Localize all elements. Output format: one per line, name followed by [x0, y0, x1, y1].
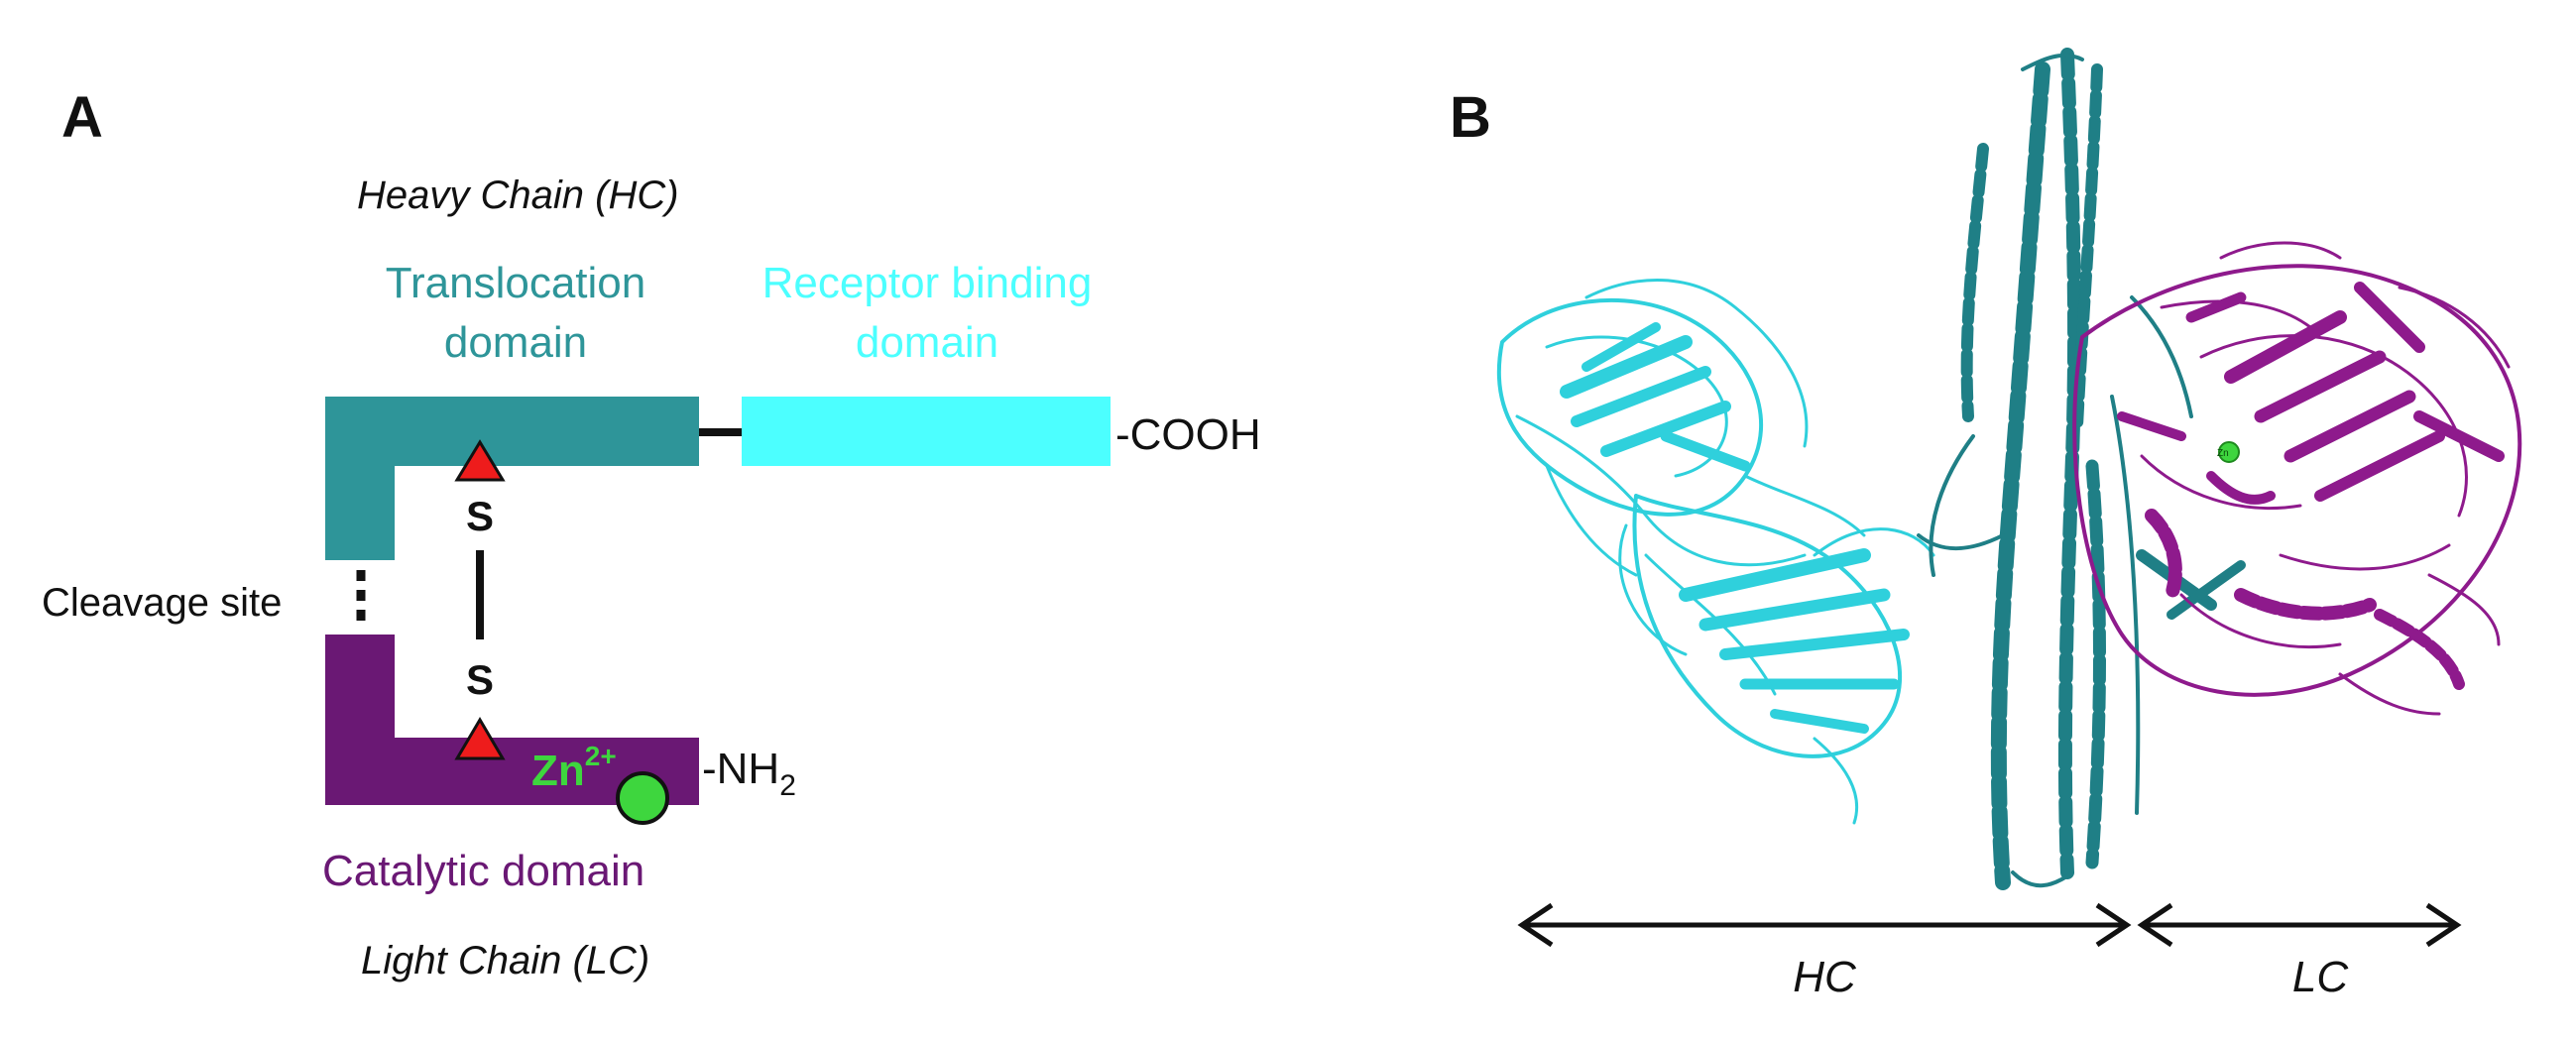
- catalytic-ribbon: [2072, 241, 2522, 716]
- zinc-ion-tag: Zn: [2217, 448, 2229, 459]
- cleavage-site-label: Cleavage site: [42, 581, 282, 625]
- nh2-label: -NH2: [702, 745, 796, 802]
- receptor-label-line2: domain: [856, 318, 998, 367]
- panel-a-label: A: [61, 85, 103, 150]
- catalytic-domain-block: [325, 635, 699, 805]
- hc-span-label: HC: [1793, 953, 1857, 1001]
- light-chain-title: Light Chain (LC): [361, 939, 649, 982]
- heavy-chain-title: Heavy Chain (HC): [357, 173, 679, 217]
- zinc-label: Zn2+: [531, 741, 617, 795]
- translocation-ribbon: [1917, 48, 2246, 890]
- lc-span-label: LC: [2292, 953, 2349, 1001]
- disulfide-triangle-top: [454, 439, 506, 482]
- translocation-label-line2: domain: [444, 318, 587, 367]
- hc-span-arrow: [1517, 902, 2132, 948]
- sulfur-label-bottom: S: [466, 656, 494, 703]
- receptor-binding-ribbon: [1496, 279, 1935, 825]
- catalytic-domain-label: Catalytic domain: [322, 847, 644, 895]
- panel-b-label: B: [1450, 85, 1491, 150]
- zinc-ion-circle: [616, 771, 669, 825]
- panel-a: A Heavy Chain (HC) Translocation domain …: [42, 85, 1261, 982]
- cooh-label: -COOH: [1115, 410, 1261, 459]
- zinc-ion-structure: [2218, 441, 2240, 463]
- translocation-domain-block: [325, 397, 699, 560]
- panel-b: B: [1450, 48, 2522, 1001]
- disulfide-triangle-bottom: [454, 717, 506, 760]
- receptor-binding-block: [742, 397, 1111, 466]
- receptor-label-line1: Receptor binding: [762, 259, 1093, 307]
- sulfur-label-top: S: [466, 493, 494, 539]
- translocation-label-line1: Translocation: [386, 259, 646, 307]
- lc-span-arrow: [2137, 902, 2462, 948]
